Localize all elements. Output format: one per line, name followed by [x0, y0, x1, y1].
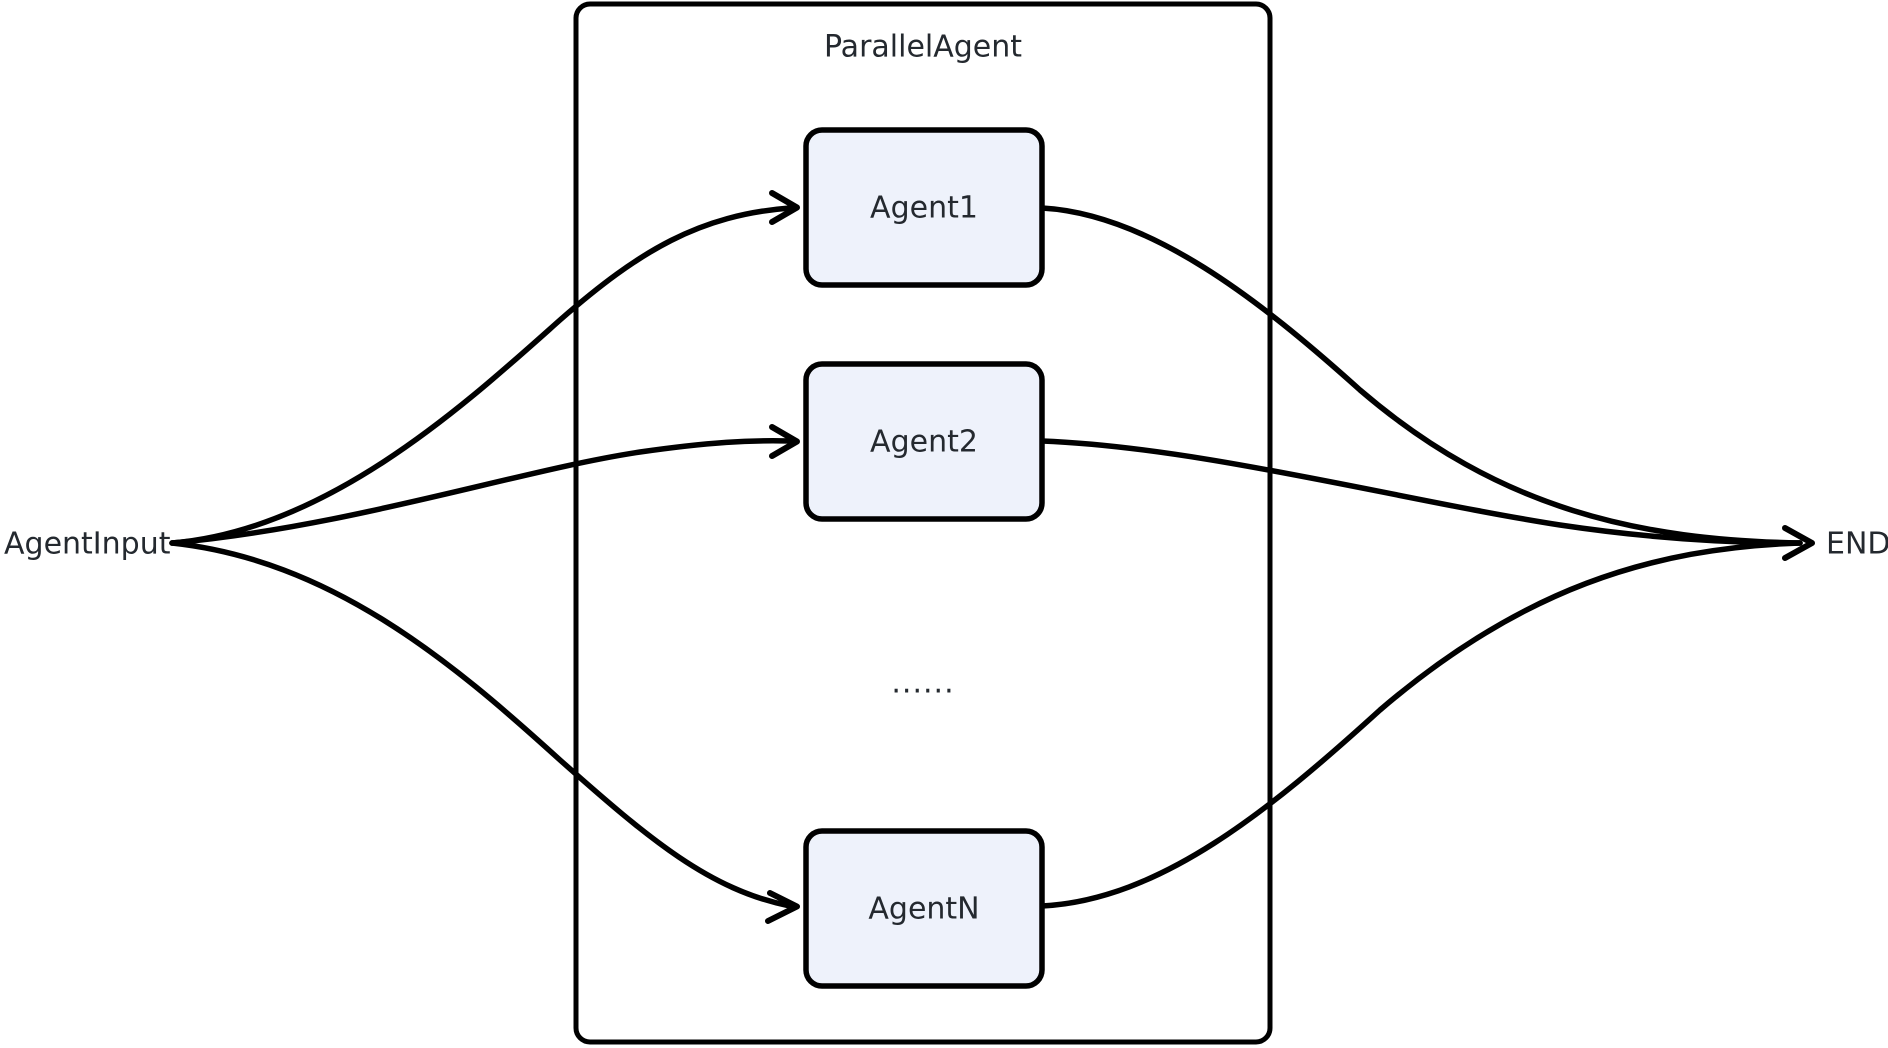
agent-input-label: AgentInput — [4, 527, 171, 562]
agent-node-agentn[interactable]: AgentN — [803, 828, 1045, 989]
agent1-label: Agent1 — [870, 191, 978, 226]
arrowhead-agent2-in — [769, 424, 800, 459]
arrowhead-agentn-in — [765, 890, 800, 924]
agent2-box[interactable] — [803, 361, 1045, 522]
parallel-agent-group-border — [573, 1, 1273, 1045]
agent2-label: Agent2 — [870, 425, 978, 460]
edge-agentinput-to-agent1 — [169, 205, 793, 546]
agents-ellipsis: ...... — [891, 666, 954, 701]
agentn-box[interactable] — [803, 828, 1045, 989]
edge-agentinput-to-agent2 — [169, 438, 793, 546]
agent-node-agent1[interactable]: Agent1 — [803, 127, 1045, 288]
edge-agentn-to-end — [1039, 540, 1803, 909]
arrowhead-agent1-in — [769, 190, 800, 225]
arrowhead-end-in — [1782, 525, 1815, 561]
edge-agent2-to-end — [1039, 438, 1803, 546]
agentn-label: AgentN — [868, 892, 979, 927]
agent1-box[interactable] — [803, 127, 1045, 288]
edges-agents-to-end — [1039, 205, 1815, 909]
parallel-agent-group[interactable]: ParallelAgent — [573, 1, 1273, 1045]
edge-agent1-to-end — [1039, 205, 1803, 546]
edges-input-to-agents — [169, 190, 800, 924]
end-node-label: END — [1826, 527, 1888, 562]
edge-agentinput-to-agentn — [169, 540, 793, 909]
parallel-agent-group-title: ParallelAgent — [824, 30, 1022, 65]
agent-node-agent2[interactable]: Agent2 — [803, 361, 1045, 522]
